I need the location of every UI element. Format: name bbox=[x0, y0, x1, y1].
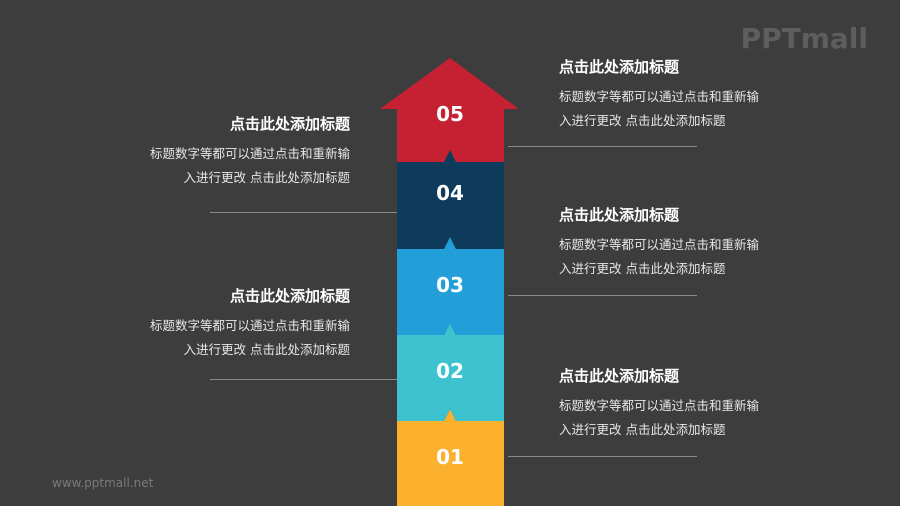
text-block-01: 点击此处添加标题 标题数字等都可以通过点击和重新输 入进行更改 点击此处添加标题 bbox=[559, 366, 819, 442]
text-block-03: 点击此处添加标题 标题数字等都可以通过点击和重新输 入进行更改 点击此处添加标题 bbox=[559, 205, 819, 281]
step-number-04: 04 bbox=[436, 181, 464, 205]
block-desc-line1: 标题数字等都可以通过点击和重新输 bbox=[559, 398, 760, 413]
block-desc-line1: 标题数字等都可以通过点击和重新输 bbox=[149, 146, 350, 161]
text-block-04: 点击此处添加标题 标题数字等都可以通过点击和重新输 入进行更改 点击此处添加标题 bbox=[90, 114, 350, 190]
footer-url: www.pptmall.net bbox=[52, 476, 154, 490]
block-title: 点击此处添加标题 bbox=[559, 367, 680, 385]
block-desc-line2: 入进行更改 点击此处添加标题 bbox=[559, 261, 726, 276]
block-title: 点击此处添加标题 bbox=[559, 206, 680, 224]
block-desc-line1: 标题数字等都可以通过点击和重新输 bbox=[559, 237, 760, 252]
block-title: 点击此处添加标题 bbox=[229, 115, 350, 133]
step-number-02: 02 bbox=[436, 359, 464, 383]
block-desc-line2: 入进行更改 点击此处添加标题 bbox=[183, 342, 350, 357]
arrow-segment-04 bbox=[397, 150, 504, 249]
connector-line-05 bbox=[508, 146, 697, 147]
connector-line-02 bbox=[210, 379, 397, 380]
step-number-01: 01 bbox=[436, 445, 464, 469]
block-desc-line1: 标题数字等都可以通过点击和重新输 bbox=[559, 89, 760, 104]
pptmall-logo: PPTmall bbox=[740, 22, 868, 55]
arrow-segment-03 bbox=[397, 237, 504, 335]
arrow-segment-02 bbox=[397, 323, 504, 421]
step-number-05: 05 bbox=[436, 102, 464, 126]
text-block-05: 点击此处添加标题 标题数字等都可以通过点击和重新输 入进行更改 点击此处添加标题 bbox=[559, 57, 819, 133]
block-desc-line2: 入进行更改 点击此处添加标题 bbox=[559, 422, 726, 437]
block-title: 点击此处添加标题 bbox=[229, 287, 350, 305]
connector-line-01 bbox=[508, 456, 697, 457]
arrow-segment-05 bbox=[380, 58, 519, 162]
block-desc-line1: 标题数字等都可以通过点击和重新输 bbox=[149, 318, 350, 333]
block-desc-line2: 入进行更改 点击此处添加标题 bbox=[183, 170, 350, 185]
block-desc-line2: 入进行更改 点击此处添加标题 bbox=[559, 113, 726, 128]
connector-line-04 bbox=[210, 212, 397, 213]
block-title: 点击此处添加标题 bbox=[559, 58, 680, 76]
arrow-segment-01 bbox=[397, 409, 504, 506]
step-number-03: 03 bbox=[436, 273, 464, 297]
text-block-02: 点击此处添加标题 标题数字等都可以通过点击和重新输 入进行更改 点击此处添加标题 bbox=[90, 286, 350, 362]
connector-line-03 bbox=[508, 295, 697, 296]
